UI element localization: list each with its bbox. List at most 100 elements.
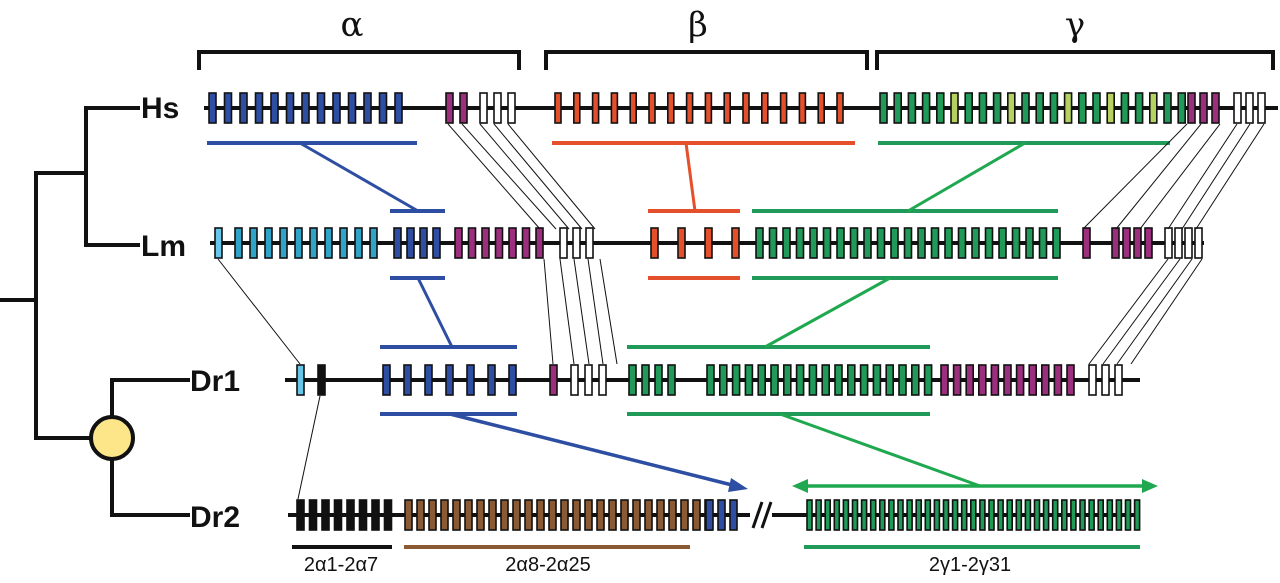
dr1-gamma-purple-gene-4: [977, 364, 987, 396]
lm-alpha-purple-gene-5: [508, 227, 517, 259]
dr2-alpha-black-gene-2: [308, 499, 318, 531]
dr1-alpha-c-white-gene-2: [584, 364, 593, 396]
lm-gamma-gene-6: [822, 227, 832, 259]
lm-alpha-c-white-gene-2: [572, 227, 581, 259]
dr1-alpha-purple-gene-1: [549, 364, 558, 396]
dr1-gamma-gene-b-5: [757, 364, 767, 396]
hs-alpha-gene-10: [347, 92, 357, 124]
dr2-gamma-gene-5: [842, 499, 850, 531]
lm-beta-gene-3: [704, 227, 713, 259]
dr2-gamma-gene-1: [806, 499, 813, 531]
lm-alpha-purple-gene-3: [481, 227, 490, 259]
lm-gamma-c-purple-gene-4: [1144, 227, 1153, 259]
hs-gamma-gene-20: [1149, 92, 1158, 124]
hs-beta-gene-10: [723, 92, 732, 124]
hs-gamma-gene-3: [907, 92, 917, 124]
lm-alpha-cyan-gene-9: [354, 227, 363, 259]
species-label-hs: Hs: [141, 92, 179, 125]
lm-beta-gene-2: [677, 227, 686, 259]
lm-alpha-cyan-gene-3: [264, 227, 273, 259]
chromosome-break-mark: [751, 501, 773, 529]
hs-alpha-gene-4: [254, 92, 264, 124]
dr2-gamma-gene-16: [942, 499, 950, 531]
lm-alpha-blue-gene-4: [432, 227, 441, 259]
lm-alpha-cyan-gene-8: [339, 227, 348, 259]
dr1-gamma-purple-gene-8: [1028, 364, 1037, 396]
dr2-alpha-brown-gene-20: [632, 499, 641, 531]
dr2-gamma-gene-32: [1088, 499, 1095, 531]
dr1-gamma-purple-gene-11: [1066, 364, 1075, 396]
lm-dr1-alpha-link: [416, 277, 454, 348]
hs-gamma-gene-18: [1120, 92, 1130, 124]
hs-gamma-gene-13: [1049, 92, 1059, 124]
gamma-bracket: [875, 50, 1275, 70]
correspondence-lines: [217, 123, 1265, 500]
lm-alpha-cyan-gene-2: [249, 227, 258, 259]
dr2-gamma-gene-25: [1024, 499, 1032, 531]
phylogenetic-tree: [0, 106, 190, 517]
hs-alpha-gene-13: [394, 92, 403, 124]
beta-bracket: [544, 50, 869, 70]
hs-gamma-gene-16: [1092, 92, 1101, 124]
ortholog-link-6: [217, 258, 301, 365]
dr2-alpha-black-gene-1: [296, 499, 305, 531]
ortholog-link-9: [573, 258, 590, 365]
dr2-alpha-brown-gene-8: [488, 499, 497, 531]
hs-alpha-c-gene-1: [445, 92, 454, 124]
dr2-gamma-gene-2: [815, 499, 822, 531]
dr1-gamma-gene-b-14: [872, 364, 882, 396]
dr1-gamma-gene-a-1: [628, 364, 637, 396]
hs-gamma-gene-11: [1021, 92, 1030, 124]
dr2-gamma-gene-13: [915, 499, 923, 531]
ortholog-link-11: [599, 258, 618, 365]
dr2-gamma-gene-19: [969, 499, 977, 531]
hs-alpha-c-gene-2: [459, 92, 468, 124]
hs-lm-beta-link: [684, 142, 697, 212]
hs-gamma-c-gene-1: [1187, 92, 1196, 124]
species-label-dr2: Dr2: [190, 501, 240, 534]
ortholog-link-2: [461, 123, 557, 230]
dr1-gamma-purple-gene-3: [965, 364, 975, 396]
dr2-gamma-gene-7: [860, 499, 868, 531]
tree-root-branch: [0, 106, 140, 302]
dr2-gamma-gene-18: [960, 499, 968, 531]
ortholog-link-15: [1167, 123, 1238, 230]
dr2-gamma-gene-3: [824, 499, 832, 531]
lm-gamma-gene-14: [930, 227, 940, 259]
hs-gamma-gene-9: [992, 92, 1002, 124]
hs-alpha-c-white-gene-3: [507, 92, 516, 124]
dr2-gamma-gene-28: [1051, 499, 1059, 531]
lm-gamma-gene-4: [795, 227, 805, 259]
dr1-gamma-gene-b-6: [770, 364, 779, 396]
hs-gamma-c-white-gene-3: [1257, 92, 1266, 124]
dr2-gamma-gene-22: [997, 499, 1004, 531]
dr2-alpha-brown-gene-1: [404, 499, 413, 531]
dr2-alpha-brown-gene-4: [440, 499, 449, 531]
dr2-alpha-brown-gene-7: [476, 499, 485, 531]
ortholog-link-10: [587, 258, 604, 365]
lm-dr1-gamma-link: [764, 276, 891, 349]
hs-gamma-c-white-gene-2: [1245, 92, 1254, 124]
ortholog-link-21: [1130, 258, 1203, 365]
dr1-gamma-purple-gene-5: [990, 364, 1000, 396]
ortholog-link-13: [1115, 123, 1202, 230]
lm-alpha-purple-gene-4: [494, 227, 504, 259]
dr1-gamma-gene-b-18: [923, 364, 933, 396]
dr2-gamma-gene-37: [1133, 499, 1141, 531]
lm-gamma-c-white-gene-2: [1174, 227, 1183, 259]
dr2-gamma-gene-33: [1097, 499, 1104, 531]
dr2-alpha-black-gene-3: [321, 499, 330, 531]
dr2-alpha-brown-gene-11: [524, 499, 533, 531]
lm-gamma-gene-17: [971, 227, 980, 259]
lm-alpha-blue-gene-1: [393, 227, 402, 259]
range-label-2a8-2a25: 2α8-2α25: [505, 554, 590, 576]
hs-gamma-c-gene-2: [1199, 92, 1208, 124]
lm-alpha-blue-gene-2: [406, 227, 415, 259]
dr2-gamma-gene-30: [1070, 499, 1077, 531]
dr2-alpha-brown-gene-3: [428, 499, 437, 531]
lm-alpha-cyan-gene-7: [324, 227, 333, 259]
dr2-alpha-blue-gene-1: [705, 499, 714, 531]
dr1-gamma-gene-b-10: [821, 364, 831, 396]
lm-alpha-cyan-gene-6: [309, 227, 318, 259]
dr2-gamma-gene-36: [1124, 499, 1132, 531]
